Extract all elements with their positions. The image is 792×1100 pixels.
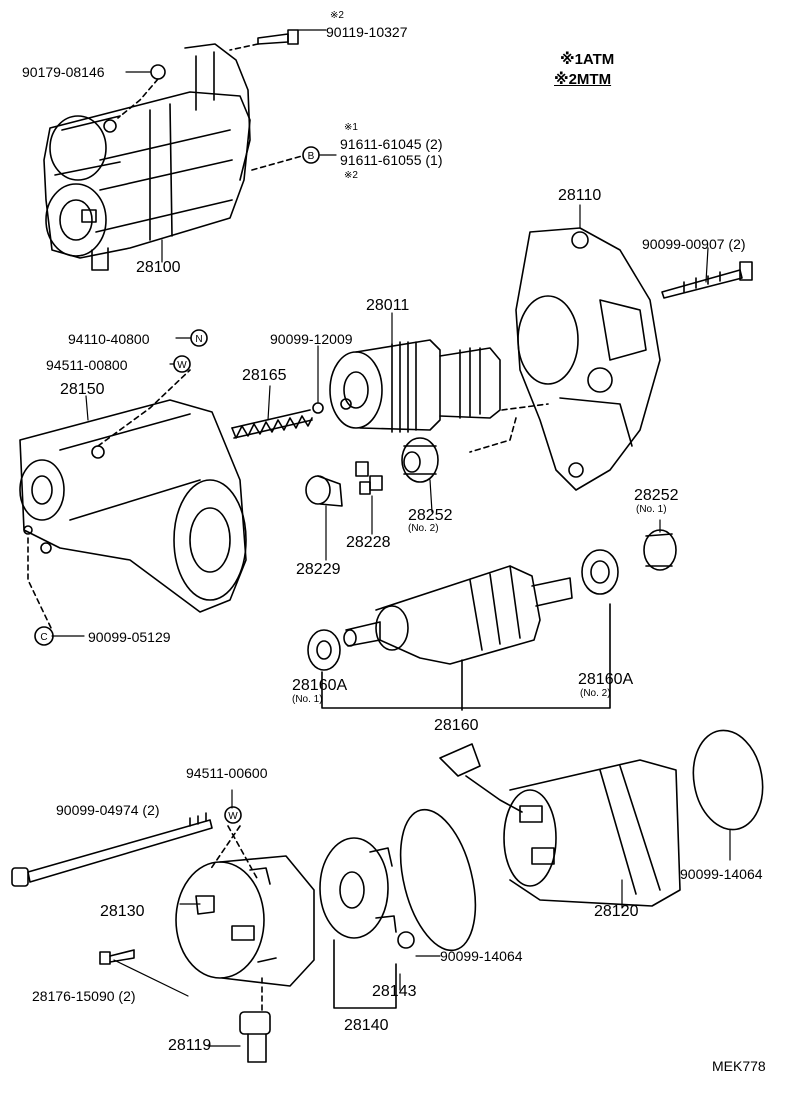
retainer-28228-drawing [355,461,383,495]
figure-id: MEK778 [712,1058,766,1074]
marker-w2-letter: W [228,811,238,822]
cup-28229-drawing [305,475,343,507]
label-bolt-note: ※2 [330,10,344,21]
magnetic-switch-28150-drawing [19,399,247,613]
label-28160a-no2-sub: (No. 2) [580,688,611,699]
label-28228: 28228 [346,534,391,551]
label-28252-no1: 28252 [634,487,679,504]
armature-28160-drawing [343,565,573,665]
screw-28176-drawing [99,949,135,965]
label-94511-00600: 94511-00600 [186,765,268,781]
end-frame-28130-drawing [175,855,315,987]
legend-mtm: ※2MTM [554,72,611,88]
marker-b-letter: B [308,151,315,162]
label-28140: 28140 [344,1017,389,1034]
marker-n-letter: N [195,334,202,345]
marker-c-letter: C [40,632,47,643]
label-94110-40800: 94110-40800 [68,331,150,347]
starter-assembly-drawing [43,43,251,271]
label-terminal-note2: ※2 [344,170,358,181]
label-28165: 28165 [242,367,287,384]
yoke-28120-drawing [439,743,681,907]
nut-90179-drawing [117,64,166,119]
label-28130: 28130 [100,903,145,920]
label-90099-14064-large: 90099-14064 [680,866,763,882]
label-28176-15090: 28176-15090 (2) [32,988,136,1004]
housing-28110-drawing [515,227,661,491]
legend-atm: ※1ATM [560,51,615,68]
label-90099-12009: 90099-12009 [270,331,353,347]
clutch-28011-drawing [329,339,501,433]
label-28150: 28150 [60,381,105,398]
label-28229: 28229 [296,561,341,578]
label-90099-14064-small: 90099-14064 [440,948,523,964]
marker-w-letter: W [177,360,187,371]
label-90099-05129: 90099-05129 [88,629,171,645]
label-28120: 28120 [594,903,639,920]
label-90099-00907: 90099-00907 (2) [642,236,746,252]
through-bolt-drawing [661,261,753,299]
idler-gear-no2-drawing [401,437,439,483]
label-91611-61045: 91611-61045 (2) [340,136,443,152]
label-28160a-no2: 28160A [578,671,634,688]
brush-spring-drawing [397,931,415,949]
bolt-90119-drawing [229,29,299,51]
label-terminal-note1: ※1 [344,122,358,133]
label-28110: 28110 [558,187,602,204]
bearing-no1-drawing [307,629,341,671]
leader-lines [51,29,731,1047]
spring-28165-drawing [231,409,313,439]
long-bolt-drawing [11,812,213,887]
bearing-no2-drawing [581,549,619,595]
label-90119-10327: 90119-10327 [326,24,408,40]
small-oring-drawing [399,808,477,952]
label-28143: 28143 [372,983,417,1000]
label-28252-no2: 28252 [408,507,453,524]
label-90099-04974: 90099-04974 (2) [56,802,160,818]
label-28160a-no1: 28160A [292,677,348,694]
label-28252-no1-sub: (No. 1) [636,504,667,515]
ball-drawing [312,402,324,414]
idler-gear-no1-drawing [643,529,677,571]
label-28252-no2-sub: (No. 2) [408,523,439,534]
label-90179-08146: 90179-08146 [22,64,105,80]
label-28100: 28100 [136,259,181,276]
armature-bracket [321,603,611,709]
cover-28119-drawing [239,1011,271,1063]
label-28160a-no1-sub: (No. 1) [292,694,323,705]
label-28011: 28011 [366,297,410,314]
label-94511-00800: 94511-00800 [46,357,128,373]
large-oring-drawing [692,729,764,831]
marker-w2-circle [224,806,242,824]
label-28160: 28160 [434,717,479,734]
label-91611-61055: 91611-61055 (1) [340,152,443,168]
marker-b-circle [302,146,320,164]
label-28119: 28119 [168,1037,212,1054]
legend-mtm-text: ※2MTM [554,71,612,88]
brush-holder-28140-drawing [319,837,397,939]
